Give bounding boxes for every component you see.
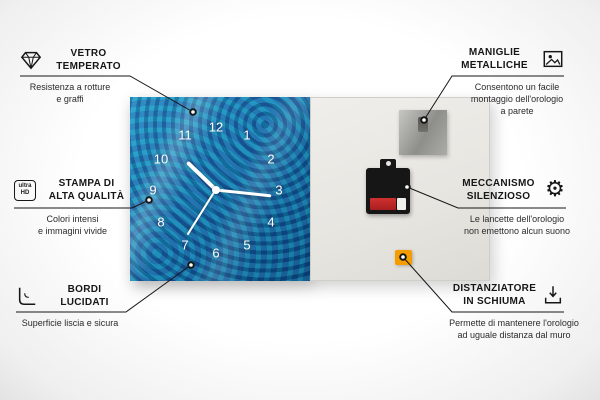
callout-description: Colori intensi e immagini vivide	[37, 214, 108, 237]
battery	[370, 198, 396, 210]
clock-number-12: 12	[208, 119, 224, 135]
callout-title: MECCANISMO SILENZIOSO	[462, 178, 535, 202]
callout-polished-edges: BORDI LUCIDATI	[16, 282, 126, 310]
mechanism-hanger-hole	[386, 161, 391, 166]
ultra-hd-icon: ultra HD	[14, 179, 36, 201]
clock-number-7: 7	[181, 237, 189, 253]
hanger-slot	[418, 117, 428, 132]
minute-hand	[215, 188, 272, 198]
callout-metal-handles: MANIGLIE METALLICHE	[452, 44, 564, 74]
foam-spacer	[395, 250, 412, 265]
callout-description: Resistenza a rotture e graffi	[29, 82, 111, 105]
callout-description: Permette di mantenere l'orologio ad ugua…	[449, 318, 579, 341]
clock-number-5: 5	[243, 237, 251, 253]
clock-number-8: 8	[157, 214, 165, 230]
clock-number-10: 10	[153, 151, 169, 167]
callout-title: DISTANZIATORE IN SCHIUMA	[452, 283, 537, 307]
clock-number-11: 11	[178, 127, 192, 143]
gear-icon: ⚙	[545, 177, 565, 202]
clock-number-1: 1	[243, 127, 251, 143]
callout-description: Superficie liscia e sicura	[21, 318, 119, 328]
callout-description: Le lancette dell'orologio non emettono a…	[463, 214, 571, 237]
clock-number-4: 4	[267, 214, 275, 230]
foam-spacer-icon	[542, 284, 564, 306]
clock-number-9: 9	[149, 182, 157, 198]
callout-silent-mechanism: MECCANISMO SILENZIOSO ⚙	[458, 174, 566, 206]
clock-front-panel: 12 1 2 3 4 5 6 7 8 9 10 11	[130, 97, 311, 281]
callout-title: VETRO TEMPERATO	[56, 48, 121, 72]
callout-print-quality: ultra HD STAMPA DI ALTA QUALITÀ	[14, 174, 132, 206]
callout-title: BORDI LUCIDATI	[60, 284, 109, 308]
polished-edge-icon	[16, 285, 38, 307]
clock-center-cap	[212, 186, 220, 194]
diamond-icon	[20, 49, 42, 71]
callout-description: Consentono un facile montaggio dell'orol…	[470, 82, 564, 117]
callout-foam-spacer: DISTANZIATORE IN SCHIUMA	[452, 280, 564, 310]
clock-number-6: 6	[212, 245, 220, 261]
picture-frame-icon	[542, 48, 564, 70]
clock-number-3: 3	[275, 182, 283, 198]
callout-title: MANIGLIE METALLICHE	[461, 47, 528, 71]
clock-mechanism	[366, 159, 410, 214]
ultra-hd-label: ultra HD	[14, 179, 36, 201]
callout-tempered-glass: VETRO TEMPERATO	[20, 46, 130, 74]
mechanism-label	[397, 198, 406, 210]
mechanism-hanger	[380, 159, 396, 168]
callout-title: STAMPA DI ALTA QUALITÀ	[48, 178, 125, 202]
second-hand	[187, 189, 217, 236]
clock-number-2: 2	[267, 151, 275, 167]
